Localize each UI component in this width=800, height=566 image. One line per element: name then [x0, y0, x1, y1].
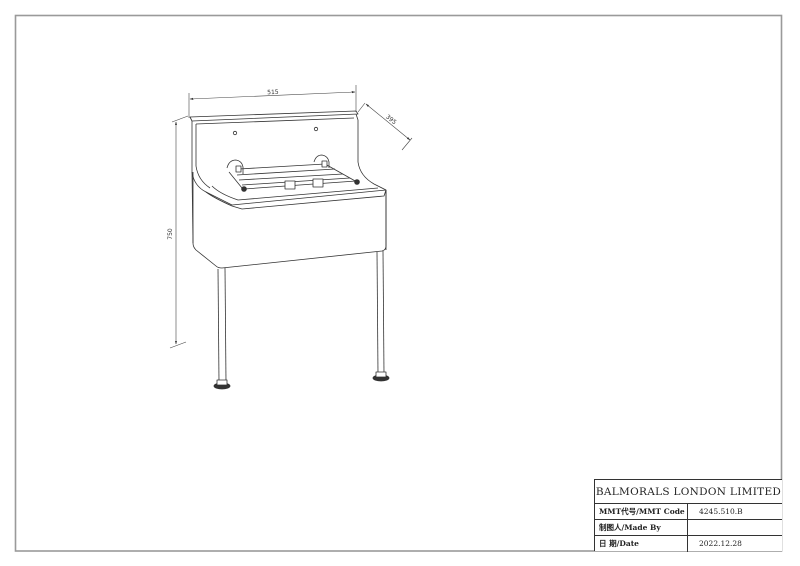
code-value: 4245.510.B: [699, 507, 743, 516]
sink-illustration: [189, 110, 390, 390]
dimension-depth-label: 395: [384, 114, 397, 127]
date-value: 2022.12.28: [699, 539, 742, 548]
made-by-label: 制图人/Made By: [595, 520, 688, 535]
sink-legs: [213, 250, 390, 390]
grating-rack: [226, 154, 360, 192]
dimension-height-label: 750: [167, 228, 174, 240]
title-block: BALMORALS LONDON LIMITED MMT代号/MMT Code …: [594, 479, 782, 552]
dimension-lines: [169, 85, 413, 349]
date-label: 日 期/Date: [595, 536, 688, 552]
fixing-hole-left: [232, 130, 238, 136]
made-by-value: [688, 520, 782, 535]
dimension-width-label: 515: [267, 89, 279, 96]
title-row-made-by: 制图人/Made By: [595, 520, 782, 536]
title-row-code: MMT代号/MMT Code 4245.510.B: [595, 504, 782, 520]
code-label: MMT代号/MMT Code: [595, 504, 688, 519]
company-name: BALMORALS LONDON LIMITED: [595, 480, 782, 504]
title-row-date: 日 期/Date 2022.12.28: [595, 536, 782, 552]
fixing-hole-right: [313, 126, 319, 132]
drawing-frame: [14, 14, 783, 552]
